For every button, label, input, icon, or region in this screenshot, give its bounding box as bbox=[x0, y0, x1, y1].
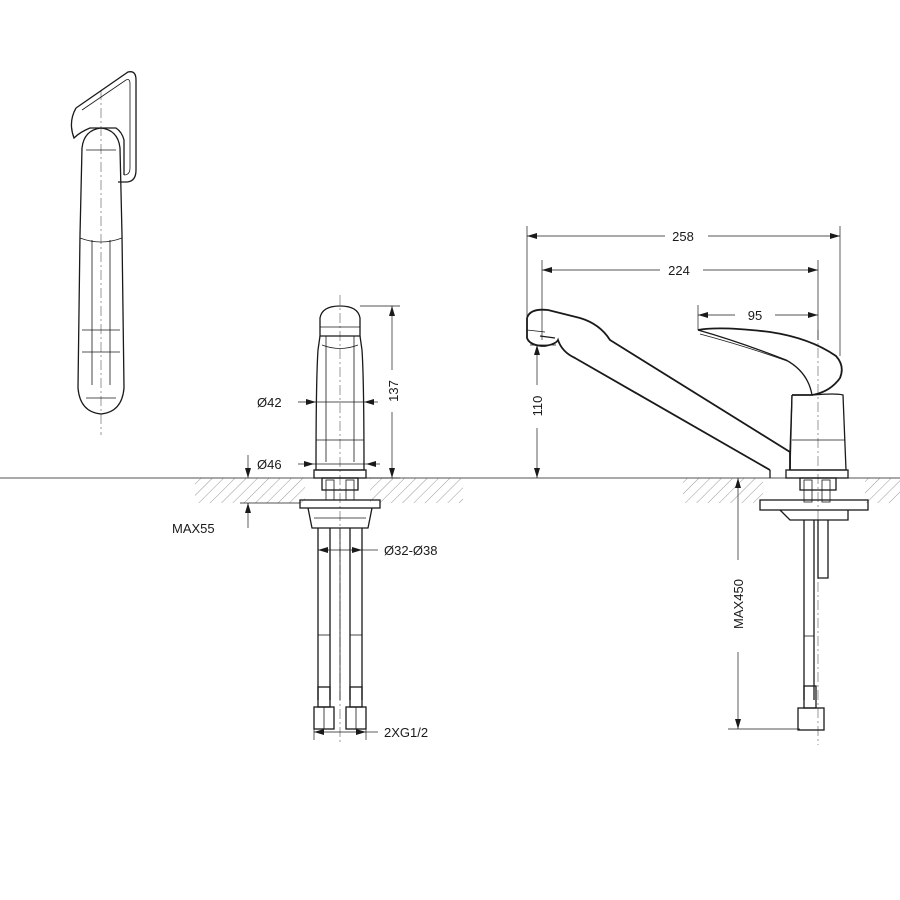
dim-label-mounting-hole: Ø32-Ø38 bbox=[384, 543, 437, 558]
dimension-spout-reach: 224 bbox=[541, 260, 819, 340]
dim-label-body-diameter: Ø42 bbox=[257, 395, 282, 410]
dimension-body-height: 137 bbox=[360, 305, 401, 479]
side-view bbox=[526, 308, 869, 745]
dim-label-connection: 2XG1/2 bbox=[384, 725, 428, 740]
counter-hatch-mid bbox=[370, 478, 463, 503]
dimension-spout-height: 110 bbox=[530, 344, 556, 478]
counter-hatch-right-a bbox=[683, 478, 763, 503]
dim-label-spout-reach: 224 bbox=[668, 263, 690, 278]
dim-label-overall-reach: 258 bbox=[672, 229, 694, 244]
counter-hatch-left bbox=[195, 478, 305, 503]
dimension-hose-length: MAX450 bbox=[728, 478, 800, 730]
dimension-mounting-hole: Ø32-Ø38 bbox=[318, 543, 437, 558]
dimension-body-diameter: Ø42 bbox=[257, 395, 378, 410]
top-view bbox=[70, 71, 137, 435]
dim-label-spout-height: 110 bbox=[530, 396, 545, 417]
dim-label-max-counter-thickness: MAX55 bbox=[172, 521, 215, 536]
countertop bbox=[0, 477, 900, 503]
dimension-connection: 2XG1/2 bbox=[313, 725, 428, 740]
dim-label-body-height: 137 bbox=[386, 380, 401, 402]
dimension-handle-length: 95 bbox=[697, 305, 818, 330]
dim-label-hose-length: MAX450 bbox=[731, 579, 746, 629]
dimension-max-counter-thickness: MAX55 bbox=[172, 455, 300, 536]
dim-label-handle-length: 95 bbox=[748, 308, 762, 323]
dim-label-base-diameter: Ø46 bbox=[257, 457, 282, 472]
front-view bbox=[299, 295, 381, 745]
dimension-overall-reach: 258 bbox=[526, 226, 841, 356]
counter-hatch-right-b bbox=[865, 478, 900, 503]
dimension-base-diameter: Ø46 bbox=[257, 457, 380, 472]
